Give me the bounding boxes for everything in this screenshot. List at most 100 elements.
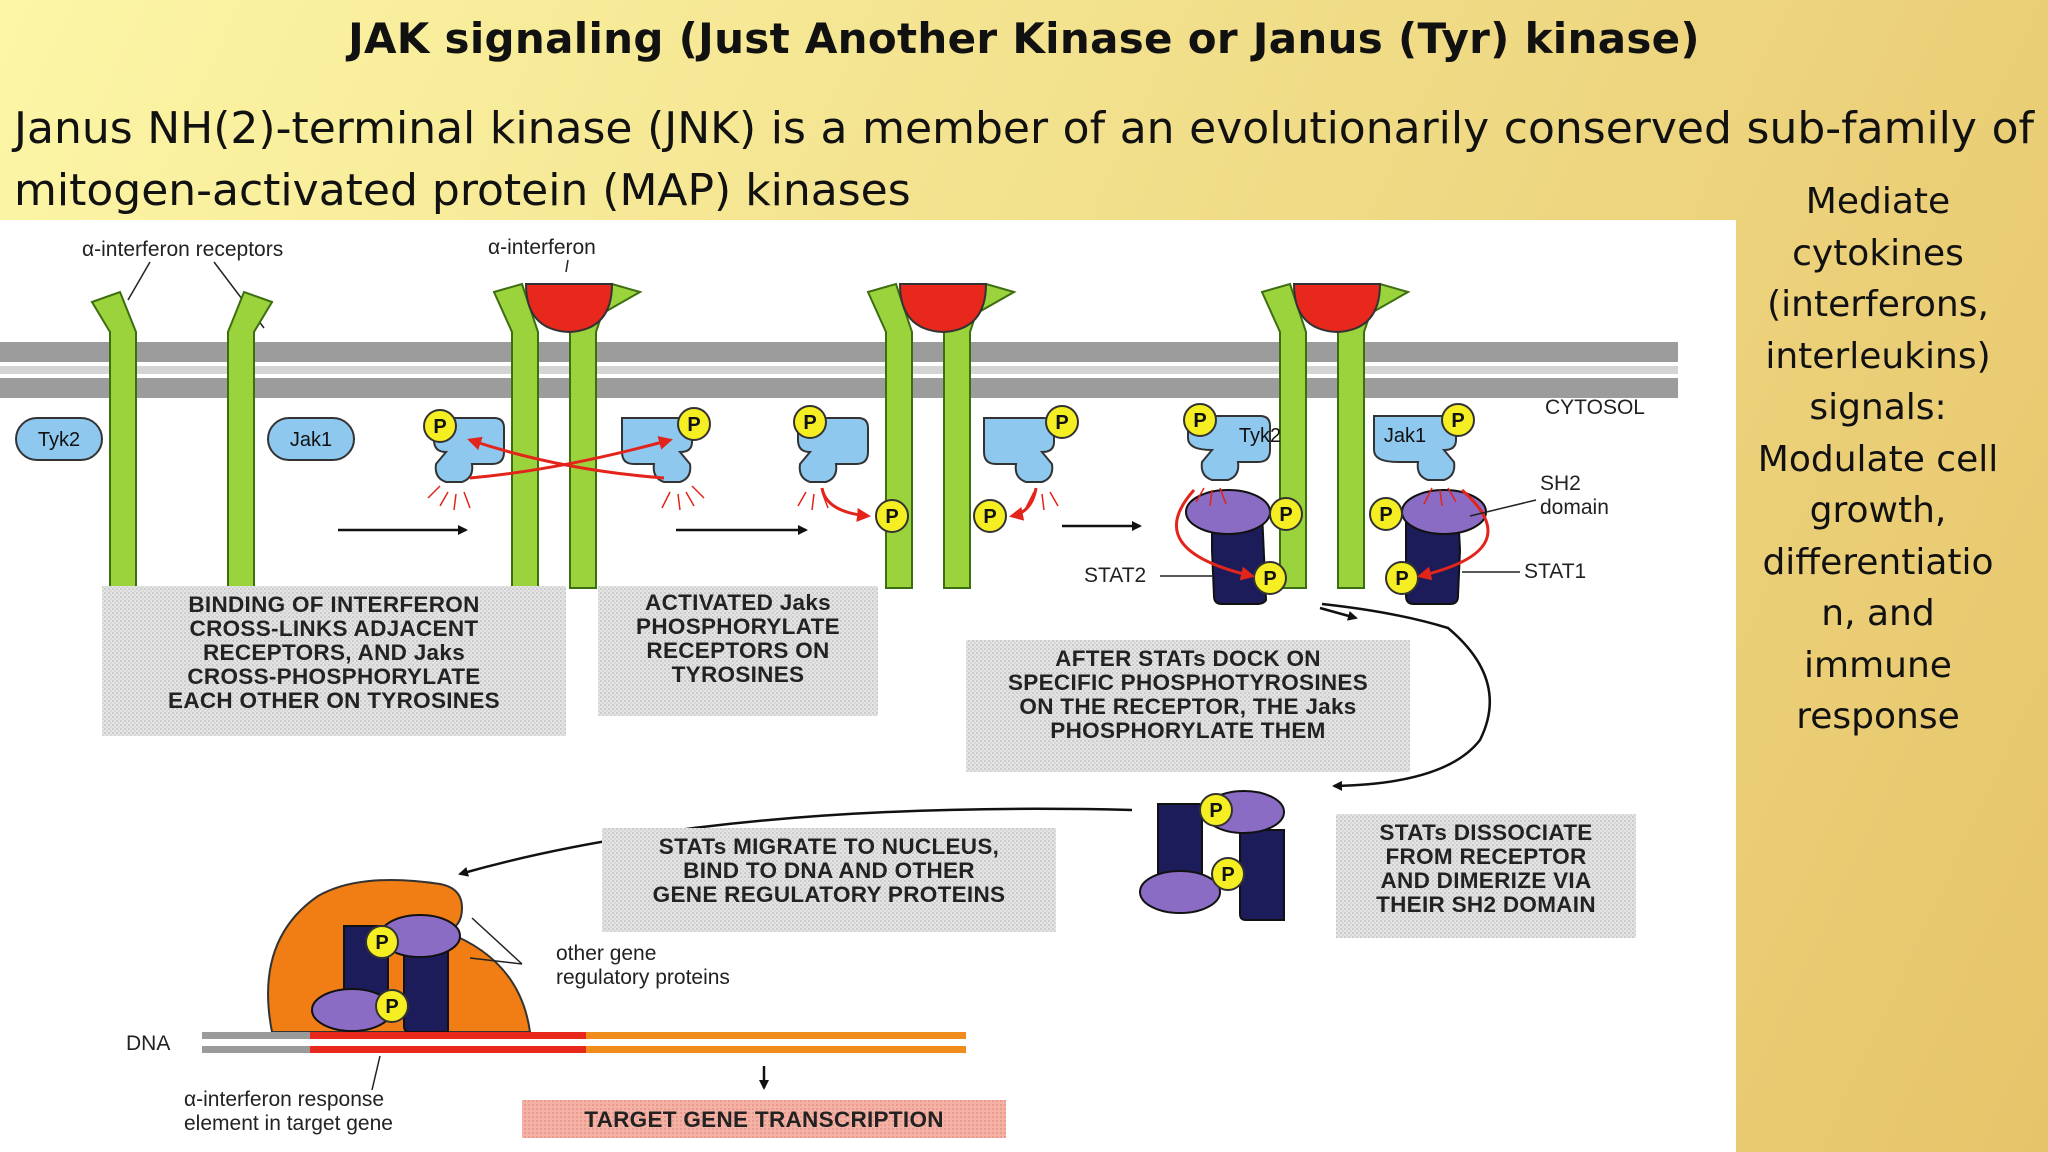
side-note-line: interleukins) bbox=[1765, 335, 1991, 377]
phosphate-s4-kr: P bbox=[1441, 403, 1475, 437]
svg-text:P: P bbox=[1379, 504, 1392, 526]
dna-label: DNA bbox=[126, 1032, 170, 1055]
side-note-line: cytokines bbox=[1792, 232, 1964, 274]
caption4-line: THEIR SH2 DOMAIN bbox=[1376, 892, 1596, 917]
svg-text:P: P bbox=[803, 412, 816, 434]
svg-text:P: P bbox=[1055, 412, 1068, 434]
side-note-line: Modulate cell bbox=[1757, 438, 1999, 480]
svg-text:Tyk2: Tyk2 bbox=[1239, 425, 1281, 447]
phosphate-s4-stat2: P bbox=[1253, 561, 1287, 595]
phosphate-s3-rl: P bbox=[875, 499, 909, 533]
svg-text:P: P bbox=[433, 416, 446, 438]
phosphate-s3-rr: P bbox=[973, 499, 1007, 533]
receptor-2 bbox=[227, 290, 274, 589]
cross-arrow-2 bbox=[467, 436, 665, 480]
other-proteins-label-1: other gene bbox=[556, 942, 656, 965]
side-note-line: growth, bbox=[1809, 490, 1947, 531]
receptor-5 bbox=[866, 282, 913, 589]
caption5: STATs MIGRATE TO NUCLEUS,BIND TO DNA AND… bbox=[653, 834, 1006, 907]
flow-arrow-migrate bbox=[458, 807, 1133, 877]
caption1-line: CROSS-LINKS ADJACENT bbox=[190, 616, 479, 641]
svg-text:P: P bbox=[375, 932, 388, 954]
phosphate-nuc-top: P bbox=[365, 925, 399, 959]
svg-text:Jak1: Jak1 bbox=[290, 429, 332, 451]
phosphate-s4-stat1: P bbox=[1385, 561, 1419, 595]
phos-arrow-stat1 bbox=[1417, 488, 1490, 581]
activity-rays-2 bbox=[427, 485, 705, 511]
caption4-line: AND DIMERIZE VIA bbox=[1380, 868, 1591, 893]
caption1-line: CROSS-PHOSPHORYLATE bbox=[187, 664, 480, 689]
caption4-box bbox=[1336, 814, 1636, 938]
intro-text: Janus NH(2)-terminal kinase (JNK) is a m… bbox=[14, 103, 2034, 216]
side-note-line: n, and bbox=[1821, 593, 1935, 634]
svg-text:P: P bbox=[1395, 568, 1408, 590]
phosphate-nuc-bottom: P bbox=[375, 989, 409, 1023]
phosphate-s2-left: P bbox=[423, 409, 457, 443]
svg-text:P: P bbox=[1279, 504, 1292, 526]
caption3-line: ON THE RECEPTOR, THE Jaks bbox=[1019, 694, 1356, 719]
cytosol-label: CYTOSOL bbox=[1545, 396, 1645, 419]
svg-text:P: P bbox=[983, 506, 996, 528]
caption4-line: FROM RECEPTOR bbox=[1386, 844, 1587, 869]
side-note-line: immune bbox=[1804, 644, 1952, 686]
dna-strand bbox=[202, 1032, 966, 1053]
stat2-label: STAT2 bbox=[1084, 564, 1146, 587]
cell-membrane bbox=[0, 342, 1678, 398]
phosphate-dimer-top: P bbox=[1199, 793, 1233, 827]
caption1-line: RECEPTORS, AND Jaks bbox=[203, 640, 465, 665]
phos-arrow-3b bbox=[1009, 487, 1038, 521]
phosphate-dimer-bottom: P bbox=[1211, 857, 1245, 891]
side-note-line: response bbox=[1796, 696, 1960, 737]
svg-text:P: P bbox=[1263, 568, 1276, 590]
svg-text:P: P bbox=[885, 506, 898, 528]
response-element-label-2: element in target gene bbox=[184, 1112, 393, 1135]
flow-arrow-dissociate bbox=[1321, 602, 1492, 791]
svg-text:P: P bbox=[687, 414, 700, 436]
kinase-right-3 bbox=[983, 417, 1055, 483]
side-note-line: (interferons, bbox=[1767, 284, 1989, 325]
side-note-line: differentiatio bbox=[1762, 541, 1994, 583]
phosphate-s4-rr: P bbox=[1369, 497, 1403, 531]
caption5-line: STATs MIGRATE TO NUCLEUS, bbox=[659, 834, 999, 859]
caption1-line: EACH OTHER ON TYROSINES bbox=[168, 688, 500, 713]
tyk2-kinase: Tyk2 bbox=[15, 417, 103, 461]
caption2-box bbox=[598, 586, 878, 716]
caption4-line: STATs DISSOCIATE bbox=[1379, 820, 1592, 845]
phos-arrow-stat2 bbox=[1174, 488, 1255, 581]
phos-arrow-3a bbox=[820, 487, 871, 522]
phosphate-s4-rl: P bbox=[1269, 497, 1303, 531]
svg-text:P: P bbox=[385, 996, 398, 1018]
svg-text:Tyk2: Tyk2 bbox=[38, 429, 80, 451]
caption1-box bbox=[102, 586, 566, 736]
interferon-4 bbox=[1292, 283, 1382, 334]
phosphate-s3-kl: P bbox=[793, 405, 827, 439]
sh2-label-2: domain bbox=[1540, 496, 1609, 519]
phosphate-s4-kl: P bbox=[1183, 403, 1217, 437]
caption5-line: GENE REGULATORY PROTEINS bbox=[653, 882, 1006, 907]
caption5-line: BIND TO DNA AND OTHER bbox=[683, 858, 975, 883]
interferon-label: α-interferon bbox=[488, 236, 596, 259]
transcription-box bbox=[522, 1100, 1006, 1138]
stat1-label: STAT1 bbox=[1524, 560, 1586, 583]
caption3-line: PHOSPHORYLATE THEM bbox=[1050, 718, 1325, 743]
side-note-line: signals: bbox=[1809, 387, 1947, 428]
caption3-line: AFTER STATs DOCK ON bbox=[1055, 646, 1321, 671]
sh2-label-1: SH2 bbox=[1540, 472, 1581, 495]
interferon-3 bbox=[898, 283, 988, 334]
caption2-line: ACTIVATED Jaks bbox=[645, 590, 831, 615]
caption2-line: TYROSINES bbox=[672, 662, 805, 687]
caption2-line: PHOSPHORYLATE bbox=[636, 614, 840, 639]
svg-text:P: P bbox=[1209, 800, 1222, 822]
jak1-kinase: Jak1 bbox=[267, 417, 355, 461]
transcription-label: TARGET GENE TRANSCRIPTION bbox=[584, 1107, 944, 1132]
slide-title: JAK signaling (Just Another Kinase or Ja… bbox=[348, 14, 1700, 63]
caption2-line: RECEPTORS ON bbox=[646, 638, 829, 663]
jak-stat-diagram: CYTOSOL α-interferon receptors Tyk2 Jak1… bbox=[0, 236, 1678, 1138]
svg-text:P: P bbox=[1193, 410, 1206, 432]
phosphate-s3-kr: P bbox=[1045, 405, 1079, 439]
interferon-2 bbox=[524, 283, 614, 334]
